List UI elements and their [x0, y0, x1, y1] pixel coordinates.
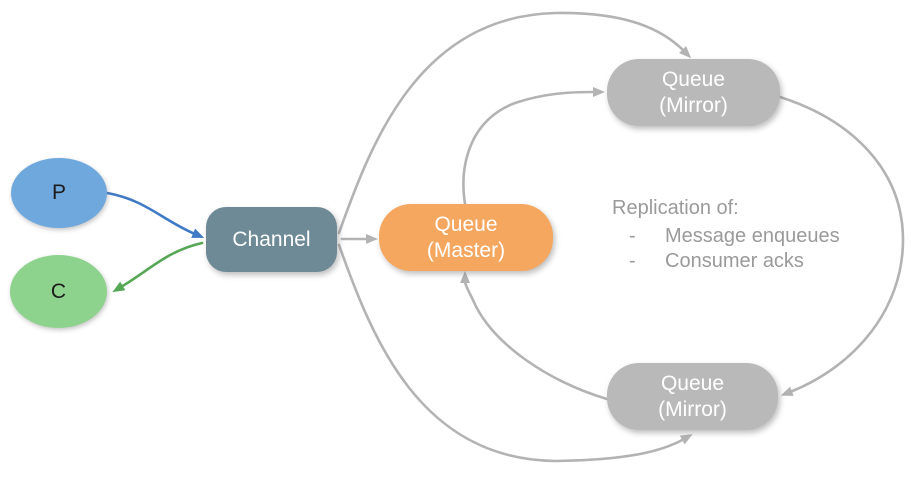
queue-mirror-top-label-line2: (Mirror) — [659, 93, 728, 117]
node-queue-mirror-top: Queue (Mirror) — [607, 59, 780, 126]
replication-annotation: Replication of: - Message enqueues - Con… — [612, 196, 912, 274]
queue-master-label-line1: Queue — [434, 212, 498, 236]
node-consumer: C — [10, 255, 107, 328]
node-queue-master: Queue (Master) — [379, 204, 553, 271]
queue-mirror-top-label-line1: Queue — [661, 67, 726, 91]
edge-mirror-top-to-mirror-bottom — [778, 95, 905, 396]
edge-channel-to-consumer — [112, 241, 204, 293]
replication-item: - Consumer acks — [612, 249, 912, 274]
replication-item-text: Consumer acks — [665, 250, 804, 272]
replication-item-bullet: - — [629, 250, 636, 272]
queue-mirror-bottom-label-line2: (Mirror) — [658, 397, 727, 421]
consumer-label: C — [50, 279, 67, 303]
edge-master-to-mirror-top — [462, 87, 605, 206]
queue-mirror-bottom-label-line1: Queue — [660, 371, 725, 395]
edge-mirror-bottom-to-master — [460, 271, 609, 401]
replication-item-bullet: - — [629, 225, 636, 247]
replication-title: Replication of: — [612, 197, 739, 219]
replication-item: - Message enqueues — [612, 224, 912, 249]
edge-channel-to-mirror-top — [337, 11, 692, 235]
replication-item-text: Message enqueues — [665, 225, 840, 247]
edge-channel-to-mirror-bottom — [337, 243, 693, 463]
node-producer: P — [11, 158, 107, 228]
queue-master-label-line2: (Master) — [426, 238, 506, 262]
producer-label: P — [51, 181, 66, 204]
node-channel: Channel — [206, 207, 337, 272]
channel-label: Channel — [232, 227, 311, 251]
edge-producer-to-channel — [105, 191, 205, 238]
node-queue-mirror-bottom: Queue (Mirror) — [607, 363, 778, 430]
